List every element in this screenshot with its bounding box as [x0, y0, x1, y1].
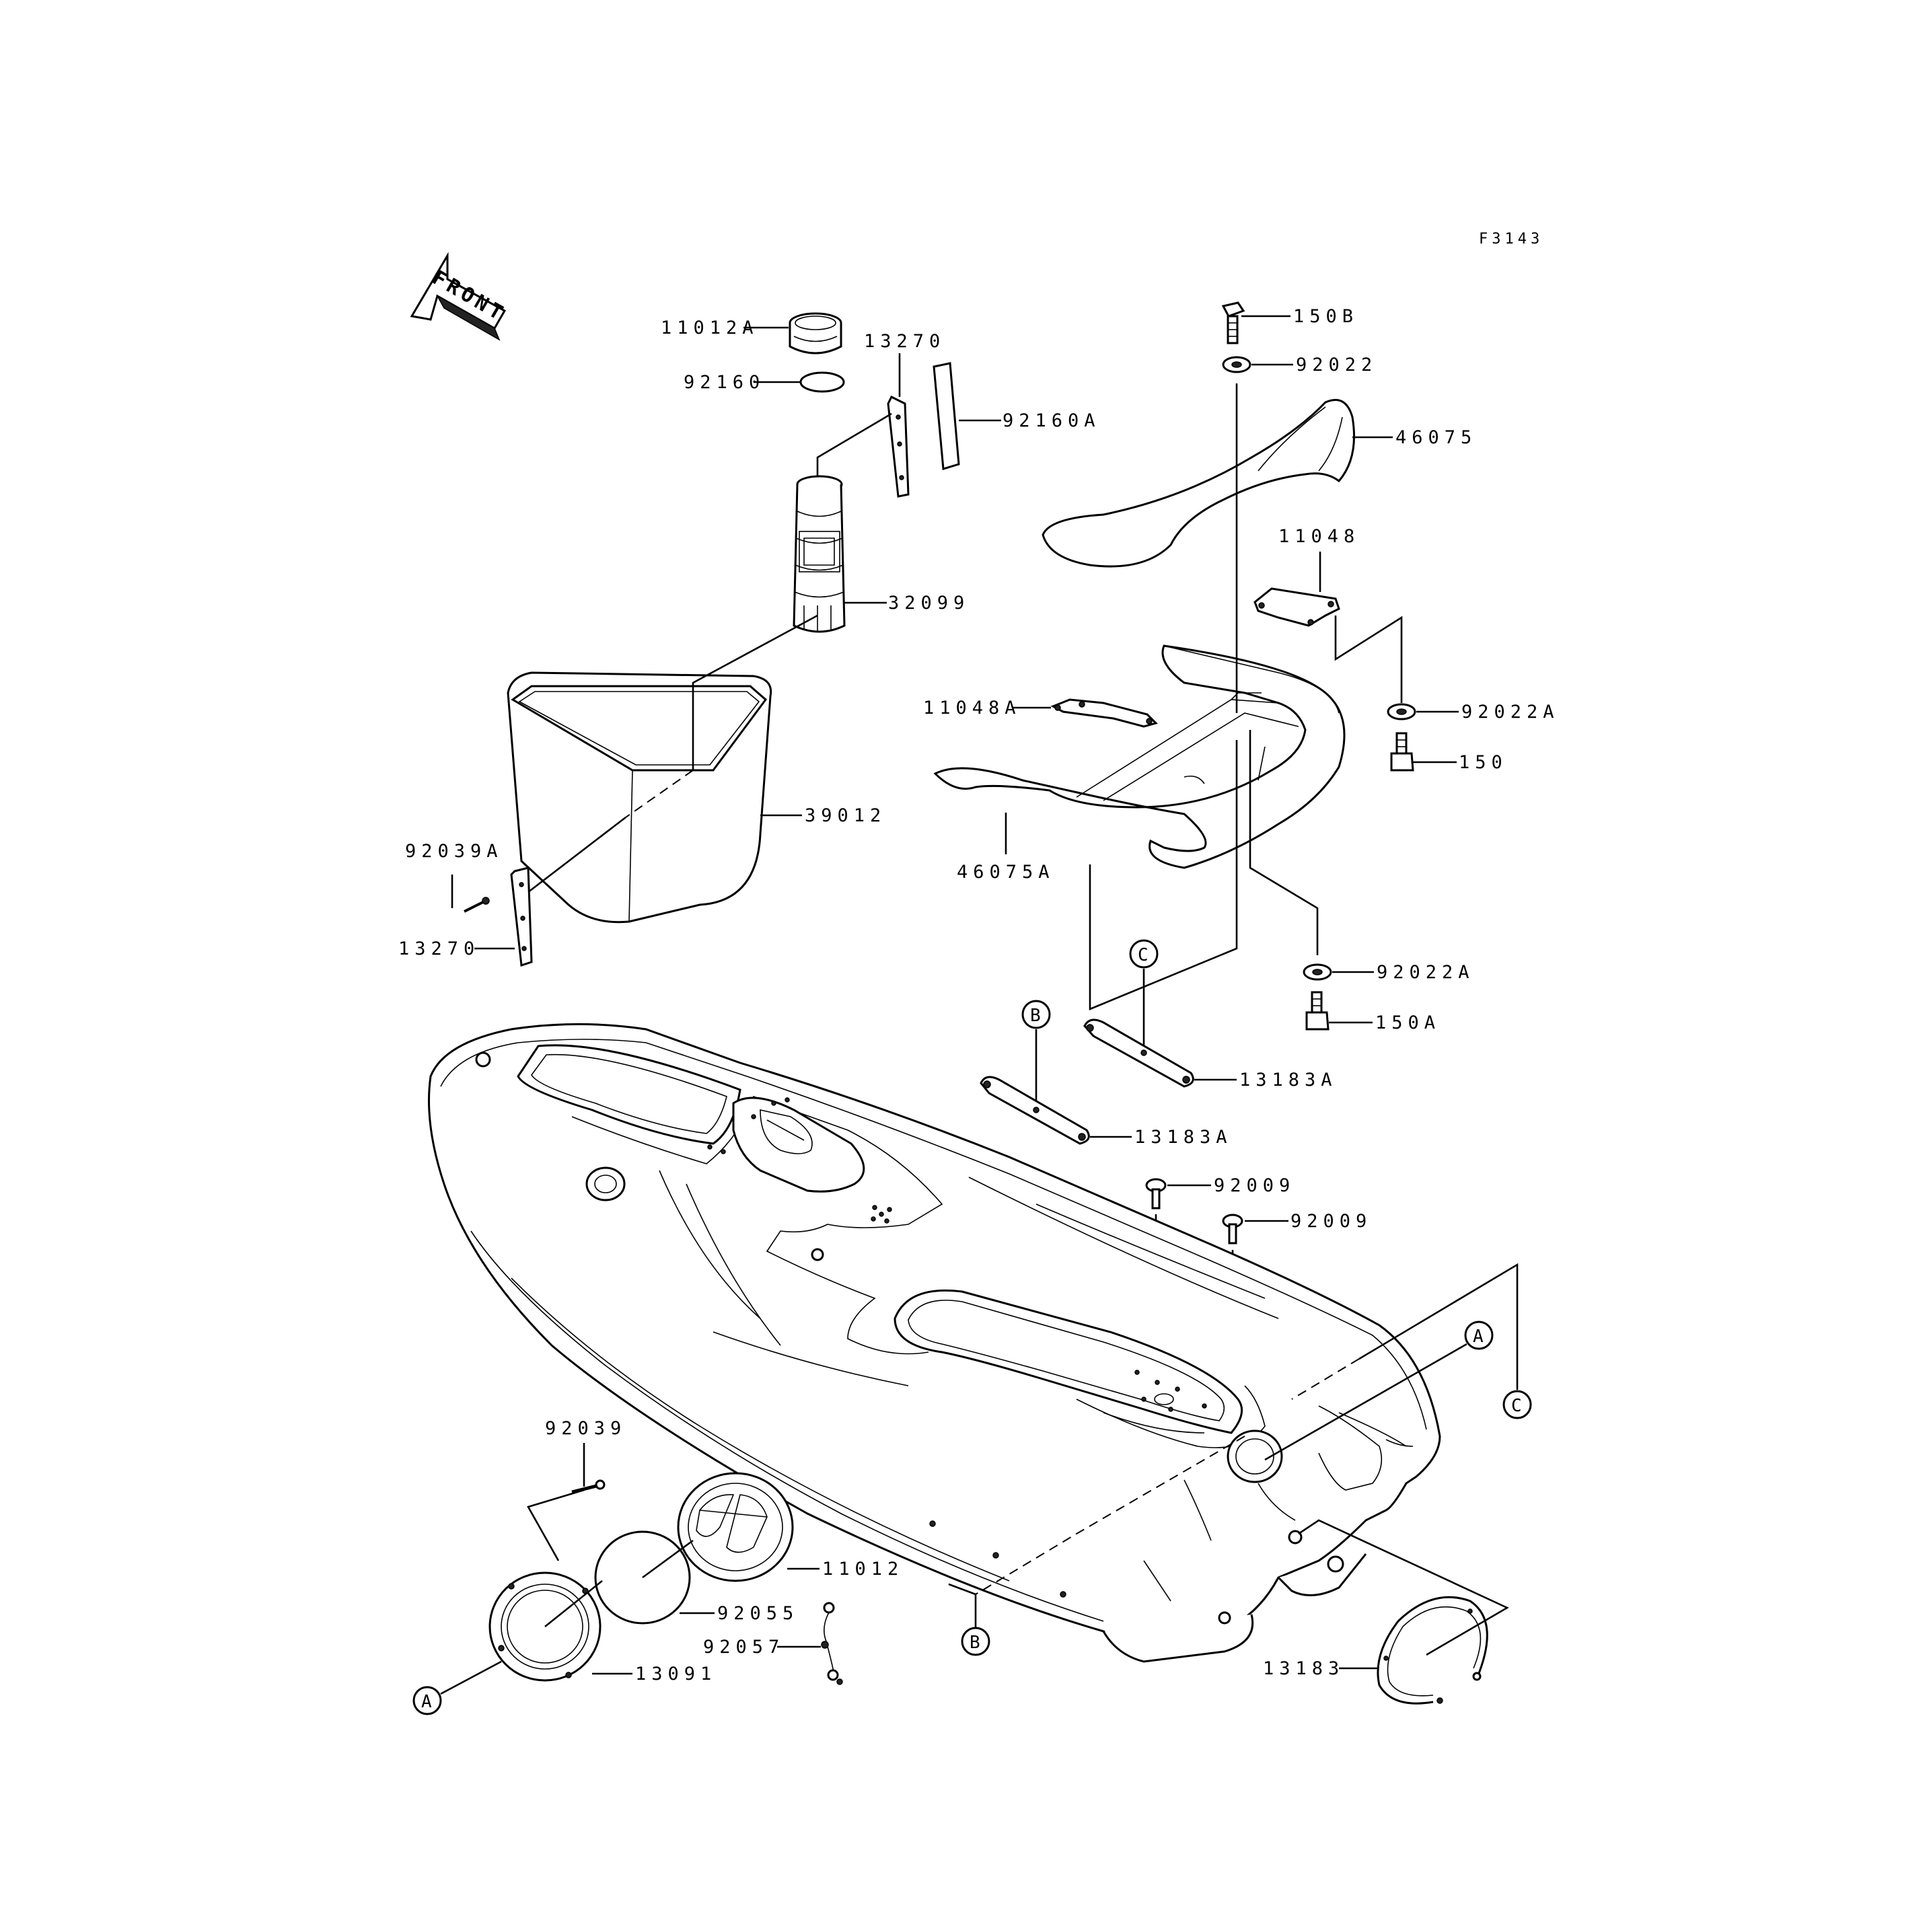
label-11012a: 11012A	[661, 318, 759, 338]
label-39012: 39012	[805, 805, 886, 826]
washer-92022	[1222, 356, 1251, 373]
label-13183: 13183	[1263, 1658, 1344, 1679]
label-46075: 46075	[1395, 427, 1477, 448]
svg-text:C: C	[1138, 945, 1149, 965]
screw-92009-right	[1222, 1214, 1243, 1244]
strip-13183a-top	[1083, 1018, 1194, 1088]
label-11012: 11012	[822, 1559, 904, 1580]
bolt-150a	[1305, 991, 1330, 1031]
pad-92160a	[933, 362, 960, 470]
strip-13183a-bottom	[980, 1076, 1090, 1145]
label-11048: 11048	[1278, 526, 1360, 547]
label-92039: 92039	[545, 1418, 626, 1439]
bolt-150	[1390, 732, 1414, 772]
hull-body	[428, 1023, 1441, 1663]
label-92039a: 92039A	[405, 841, 503, 862]
front-arrow-icon: FRONT	[410, 252, 510, 341]
screw-92009-left	[1145, 1178, 1167, 1210]
bolt-150b	[1221, 301, 1245, 344]
label-92009-left: 92009	[1214, 1175, 1295, 1196]
label-92022a-bottom: 92022A	[1377, 962, 1475, 983]
label-13183a-bottom: 13183A	[1134, 1127, 1233, 1148]
svg-text:A: A	[1473, 1327, 1484, 1347]
o-ring-92160	[799, 371, 845, 393]
washer-92022a-top	[1387, 703, 1416, 720]
marker-b-top: B	[1021, 1000, 1051, 1029]
cap-11012a	[789, 312, 842, 355]
label-13183a-top: 13183A	[1239, 1070, 1338, 1090]
label-92160a: 92160A	[1003, 410, 1101, 431]
marker-c-top: C	[1129, 939, 1159, 969]
marker-a-right: A	[1464, 1321, 1494, 1350]
svg-text:B: B	[1030, 1006, 1041, 1026]
label-92057: 92057	[703, 1637, 785, 1658]
lanyard-92057	[821, 1602, 843, 1685]
washer-92022a-bottom	[1303, 963, 1332, 981]
svg-text:A: A	[421, 1692, 432, 1712]
rivet-92039	[571, 1479, 606, 1494]
storage-bin-39012	[507, 671, 772, 924]
seat-base-46075a	[933, 644, 1346, 869]
svg-text:C: C	[1511, 1396, 1522, 1416]
label-13270-bottom: 13270	[398, 938, 480, 959]
label-150: 150	[1459, 752, 1508, 773]
marker-c-right: C	[1502, 1390, 1532, 1419]
label-92055: 92055	[717, 1603, 799, 1624]
seat-46075	[1042, 399, 1355, 568]
rivet-92039a	[464, 897, 490, 913]
label-32099: 32099	[888, 593, 970, 614]
filler-neck-32099	[793, 475, 846, 633]
marker-a-left: A	[412, 1686, 442, 1715]
label-92022: 92022	[1296, 355, 1377, 375]
diagram-code: F3143	[1479, 231, 1543, 248]
label-13091: 13091	[635, 1664, 717, 1684]
label-92009-right: 92009	[1290, 1211, 1372, 1232]
bracket-11048a	[1050, 698, 1158, 728]
label-92022a-top: 92022A	[1461, 702, 1560, 722]
svg-text:B: B	[970, 1633, 980, 1653]
label-92160: 92160	[684, 372, 765, 393]
label-11048a: 11048A	[923, 698, 1021, 718]
cover-11012	[677, 1472, 794, 1582]
label-46075a: 46075A	[957, 862, 1055, 883]
label-13270-top: 13270	[864, 331, 945, 352]
bracket-11048	[1253, 587, 1340, 627]
bracket-13270-top	[887, 395, 910, 498]
bracket-13270-bottom	[510, 866, 533, 967]
label-150a: 150A	[1375, 1012, 1441, 1033]
label-150b: 150B	[1293, 306, 1358, 327]
marker-b-bottom: B	[961, 1627, 990, 1656]
